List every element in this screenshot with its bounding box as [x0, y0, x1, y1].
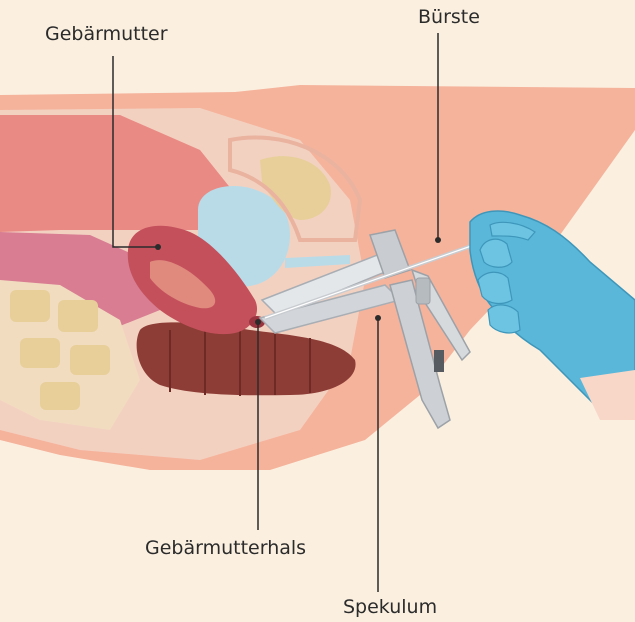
- brush-label: Bürste: [418, 8, 480, 27]
- cervix-label: Gebärmutterhals: [145, 539, 306, 558]
- gloved-hand: [470, 211, 635, 420]
- speculum-label: Spekulum: [343, 598, 437, 617]
- uterus-label: Gebärmutter: [45, 25, 168, 44]
